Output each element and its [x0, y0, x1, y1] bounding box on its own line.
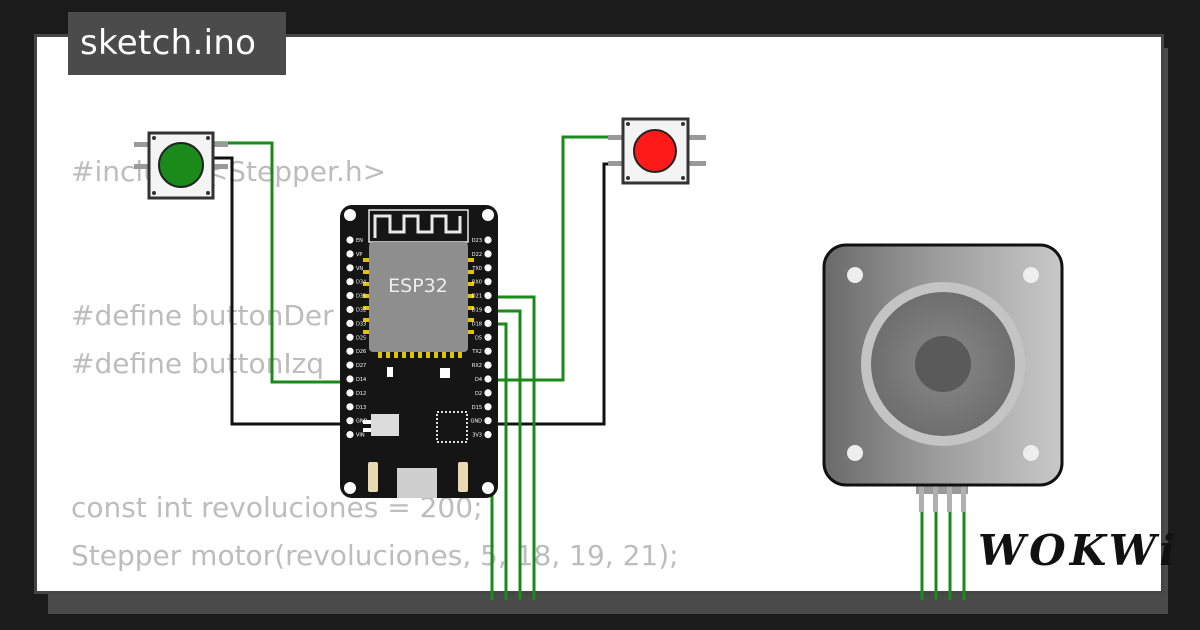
pin-d13[interactable]: [346, 403, 354, 411]
red-pushbutton[interactable]: [608, 117, 706, 185]
pin-label-d25: D25: [356, 335, 366, 341]
pin-tx0[interactable]: [484, 264, 492, 272]
pin-label-gnd: GND: [471, 419, 483, 425]
pin-label-d32: D32: [356, 308, 366, 314]
pin-label-d27: D27: [356, 363, 366, 369]
pin-label-d26: D26: [356, 349, 366, 355]
pin-d19[interactable]: [484, 305, 492, 314]
pin-rx0[interactable]: [484, 278, 492, 286]
pin-3v3[interactable]: [484, 431, 492, 439]
pin-vp[interactable]: [346, 250, 354, 258]
pin-d2[interactable]: [484, 389, 492, 397]
pin-label-tx0: TX0: [471, 266, 482, 272]
pin-label-d21: D21: [472, 294, 482, 300]
pin-d22[interactable]: [484, 250, 492, 258]
green-pushbutton[interactable]: [134, 131, 228, 200]
esp32-board[interactable]: ESP32: [340, 205, 498, 498]
pin-d27[interactable]: [346, 361, 354, 369]
pin-label-d18: D18: [472, 321, 482, 327]
code-line-3: #define buttonIzq: [71, 347, 325, 380]
pin-d35[interactable]: [346, 292, 354, 300]
pin-gnd[interactable]: [346, 417, 354, 425]
pin-rx2[interactable]: [484, 361, 492, 369]
pin-label-d15: D15: [472, 405, 482, 411]
pin-d21[interactable]: [484, 292, 492, 300]
pin-d25[interactable]: [346, 333, 354, 341]
pin-label-d2: D2: [475, 391, 482, 397]
pin-d33[interactable]: [346, 319, 354, 327]
pin-label-d35: D35: [356, 294, 366, 300]
pin-d26[interactable]: [346, 347, 354, 355]
pin-label-vin: VIN: [356, 433, 365, 439]
pin-label-d22: D22: [472, 252, 482, 258]
stepper-motor[interactable]: [822, 243, 1064, 512]
pin-label-d19: D19: [472, 308, 482, 314]
pin-label-rx0: RX0: [472, 280, 482, 286]
pin-label-vp: VP: [356, 252, 362, 258]
pin-label-d34: D34: [356, 280, 366, 286]
pin-d4[interactable]: [484, 375, 492, 383]
file-tab[interactable]: sketch.ino: [68, 12, 286, 75]
pin-label-rx2: RX2: [472, 363, 482, 369]
pin-d5[interactable]: [484, 333, 492, 341]
pin-gnd[interactable]: [484, 417, 492, 425]
pin-label-vn: VN: [356, 266, 363, 272]
board-mount-holes: [344, 209, 494, 494]
pin-label-d23: D23: [472, 238, 482, 244]
pin-vin[interactable]: [346, 431, 354, 439]
pin-tx2[interactable]: [484, 347, 492, 355]
chip-pins: [363, 258, 474, 358]
pin-label-d33: D33: [356, 321, 366, 327]
pin-label-d14: D14: [356, 377, 366, 383]
esp32-chip-label: ESP32: [388, 275, 448, 297]
pin-d34[interactable]: [346, 278, 354, 286]
pin-label-d12: D12: [356, 391, 366, 397]
pin-d15[interactable]: [484, 403, 492, 411]
pin-d32[interactable]: [346, 305, 354, 314]
pin-label-gnd: GND: [356, 419, 368, 425]
pin-d12[interactable]: [346, 389, 354, 397]
code-line-2: #define buttonDer: [71, 299, 334, 332]
pin-label-tx2: TX2: [471, 349, 482, 355]
pin-d23[interactable]: [484, 236, 492, 244]
pin-label-d13: D13: [356, 405, 366, 411]
pin-label-d5: D5: [475, 335, 482, 341]
pin-label-en: EN: [356, 238, 363, 244]
pin-label-3v3: 3V3: [472, 433, 482, 439]
pin-d14[interactable]: [346, 375, 354, 383]
wokwi-logo: WOKWi: [978, 526, 1180, 575]
pin-vn[interactable]: [346, 264, 354, 272]
small-parts: [363, 367, 468, 498]
pin-label-d4: D4: [475, 377, 482, 383]
pin-d18[interactable]: [484, 319, 492, 327]
pin-en[interactable]: [346, 236, 354, 244]
